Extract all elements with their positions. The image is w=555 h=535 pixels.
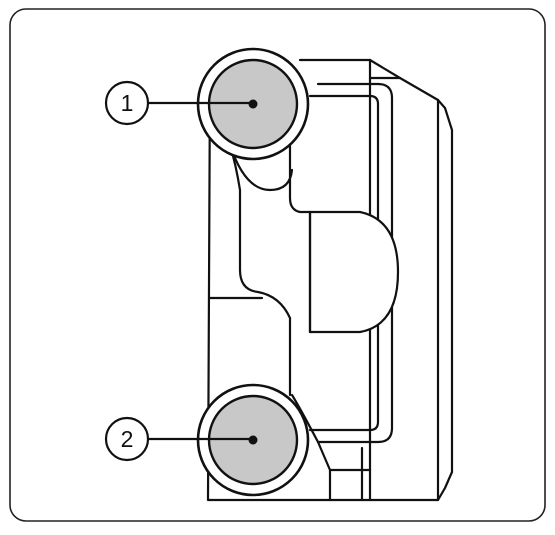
diagram-border (9, 8, 546, 522)
device-center-block (308, 210, 400, 334)
callout-1: 1 (104, 80, 252, 126)
knob-1-center-dot (248, 99, 258, 109)
callout-2-label: 2 (121, 426, 134, 452)
callout-2: 2 (104, 416, 252, 462)
callout-1-bubble (104, 80, 150, 126)
knob-2 (196, 383, 310, 497)
device-top-neck (228, 143, 294, 192)
device-body (206, 58, 454, 502)
callout-1-label: 1 (121, 90, 134, 116)
device-channel-left (228, 143, 292, 397)
device-bottom-neck (290, 393, 372, 472)
callout-2-bubble (104, 416, 150, 462)
knob-2-center-dot (248, 435, 258, 445)
device-channel-upper (288, 143, 312, 214)
